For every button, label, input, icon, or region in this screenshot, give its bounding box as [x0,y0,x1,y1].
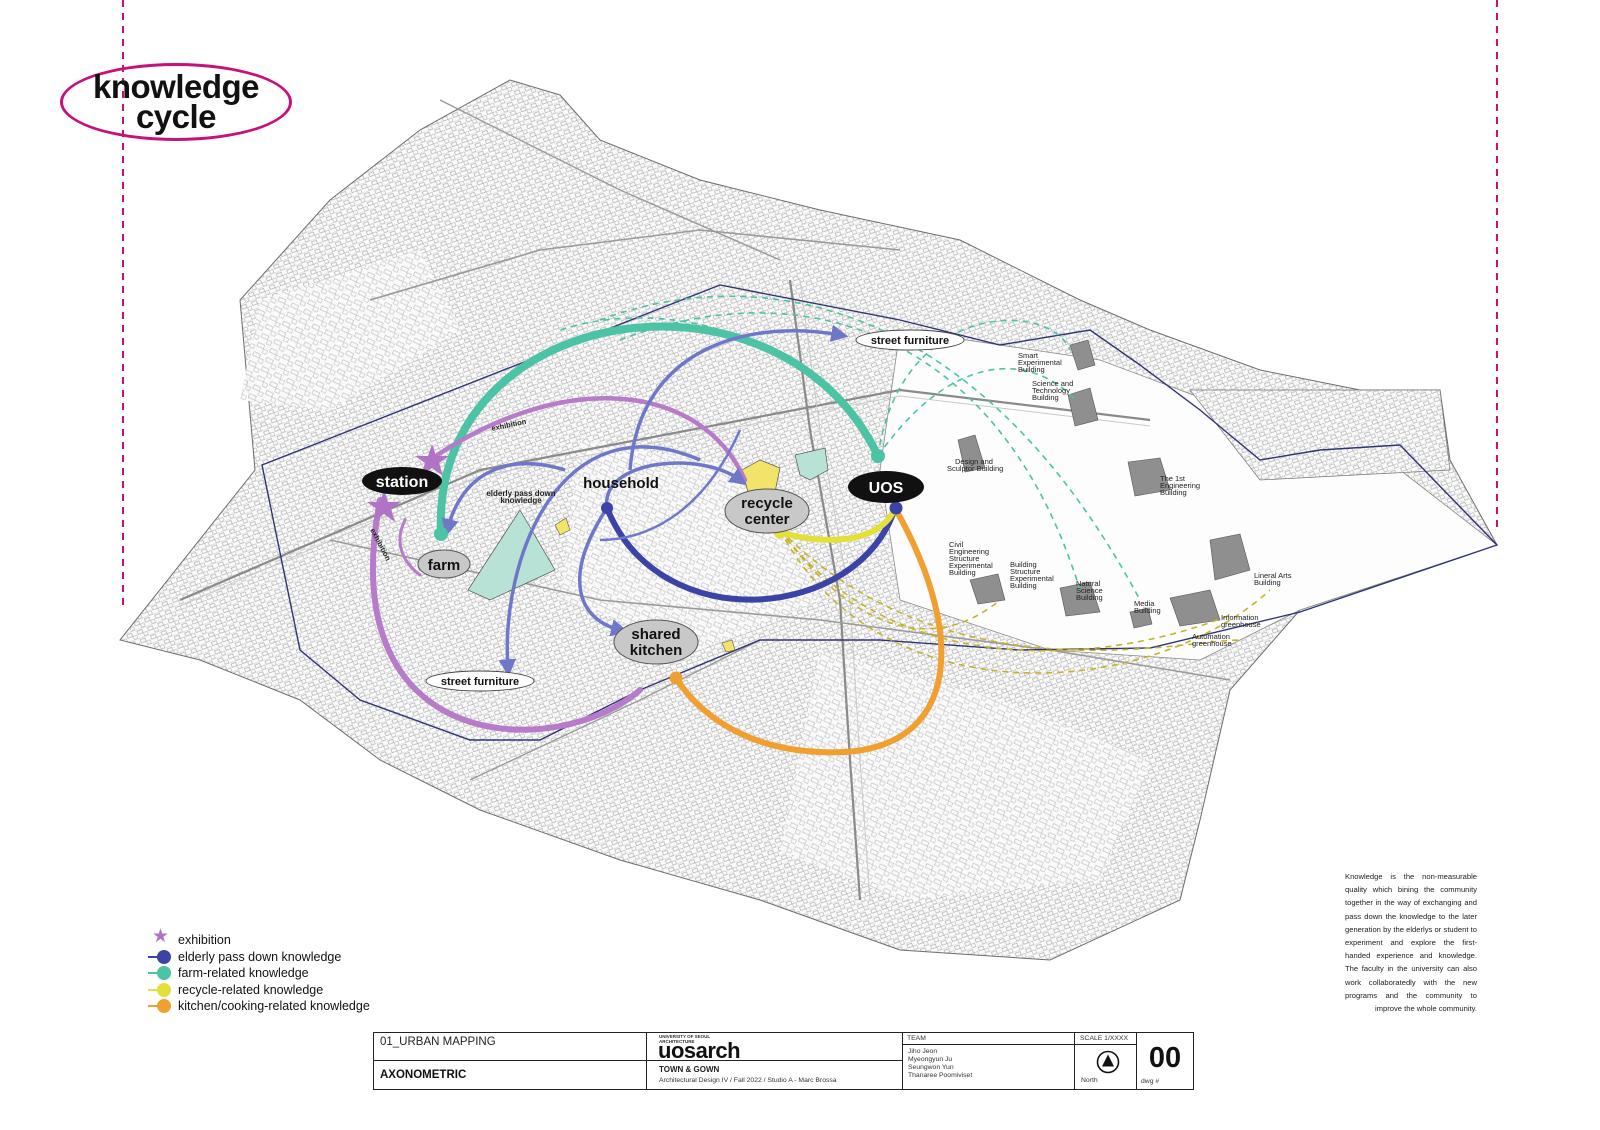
recycle-building-small [554,517,571,536]
uos-dot [889,501,903,515]
legend-item-kitchen: kitchen/cooking-related knowledge [148,998,370,1015]
node-farm: farm [417,549,471,579]
farm-dot [434,527,448,541]
annotation-elderly-2: knowledge [500,496,542,505]
team-member: Seungwon Yun [908,1064,954,1071]
svg-text:station: station [376,474,428,491]
logo-small-1: UNIVERSITY OF SEOUL [659,1034,711,1039]
node-recycle-center: recycle center [724,488,810,534]
team-member: Myeongyun Ju [908,1056,953,1063]
title-block: 01_URBAN MAPPING AXONOMETRIC UNIVERSITY … [373,1032,1194,1090]
title-line-1: knowledge [92,67,260,105]
legend-label: exhibition [178,933,231,947]
course-title: TOWN & GOWN [659,1065,720,1074]
knowledge-arcs [370,322,945,756]
svg-text:center: center [744,511,789,528]
campus-buildings [957,339,1251,629]
city-base [119,79,1499,961]
drawing-type-cell: AXONOMETRIC [374,1061,647,1090]
site-boundary [261,284,1499,741]
annotation-elderly-1: elderly pass down [486,489,555,498]
arc-kitchen-uos [673,505,945,756]
dot-icon [157,982,171,997]
legend-item-exhibition: ★ exhibition [148,926,370,949]
uos-teal-dot [871,449,885,463]
svg-text:shared: shared [631,626,680,643]
description-text: Knowledge is the non-measurable quality … [1345,872,1477,1014]
north-arrow-icon [1096,1050,1120,1074]
node-street-furniture-top: street furniture [855,329,965,351]
legend: ★ exhibition elderly pass down knowledge… [148,926,370,1015]
legend-label: recycle-related knowledge [178,982,324,997]
title-line-2: cycle [135,98,217,135]
dot-icon [157,966,171,981]
drawing-number: 00 [1148,1042,1182,1074]
node-household: household [583,475,659,492]
uosarch-logo: uosarch [658,1038,741,1063]
drawing-type: AXONOMETRIC [380,1069,467,1081]
park-area-small [794,447,829,481]
dwg-label: dwg # [1141,1078,1160,1085]
exhibition-star-icon [367,490,401,522]
svg-text:farm: farm [428,557,461,574]
legend-label: elderly pass down knowledge [178,949,342,964]
dwg-cell: 00 dwg # [1137,1033,1193,1090]
legend-label: farm-related knowledge [178,966,309,980]
team-cell: TEAM Jiho Jeon Myeongyun Ju Seungwon Yun… [903,1033,1075,1090]
dot-icon [157,949,171,964]
legend-item-elderly: elderly pass down knowledge [148,949,370,966]
exhibition-star-icon [415,444,449,476]
svg-text:UOS: UOS [869,480,904,497]
node-street-furniture-bottom: street furniture [425,670,535,692]
arc-recycle-uos [777,505,898,543]
legend-label: kitchen/cooking-related knowledge [178,999,370,1013]
recycle-building-kitchen [721,639,736,653]
team-member: Jiho Jeon [908,1048,938,1055]
scale-label: SCALE 1/XXXX [1075,1033,1137,1045]
north-label: North [1081,1077,1098,1084]
recycle-building [741,459,781,493]
course-cell: TOWN & GOWN Architectural Design IV / Fa… [647,1061,903,1090]
page-title: knowledge cycle [60,63,292,141]
arc-elderly-uos-household [604,505,898,603]
svg-text:kitchen: kitchen [630,642,683,659]
star-icon: ★ [152,926,170,948]
team-label: TEAM [903,1033,1075,1045]
dot-icon [157,999,171,1014]
node-station: station [362,467,442,495]
legend-item-recycle: recycle-related knowledge [148,982,370,999]
legend-item-farm: farm-related knowledge [148,965,370,982]
logo-cell: UNIVERSITY OF SEOUL ARCHITECTURE uosarch [647,1033,903,1063]
node-shared-kitchen: shared kitchen [613,619,699,665]
project-code: 01_URBAN MAPPING [380,1036,496,1048]
svg-text:street furniture: street furniture [871,335,949,347]
arc-exhibition-left [370,497,643,733]
course-detail: Architectural Design IV / Fall 2022 / St… [659,1077,837,1084]
logo-small-2: ARCHITECTURE [659,1039,695,1044]
arc-exhibition-top [427,396,748,483]
kitchen-dot [669,671,683,685]
team-member: Thanaree Poomiviset [908,1072,973,1079]
svg-text:street furniture: street furniture [441,676,519,688]
park-area [467,509,556,601]
household-dot [601,502,613,514]
project-code-cell: 01_URBAN MAPPING [374,1033,647,1061]
svg-text:recycle: recycle [741,495,793,512]
scale-cell: SCALE 1/XXXX North [1075,1033,1137,1090]
node-uos: UOS [848,471,924,503]
